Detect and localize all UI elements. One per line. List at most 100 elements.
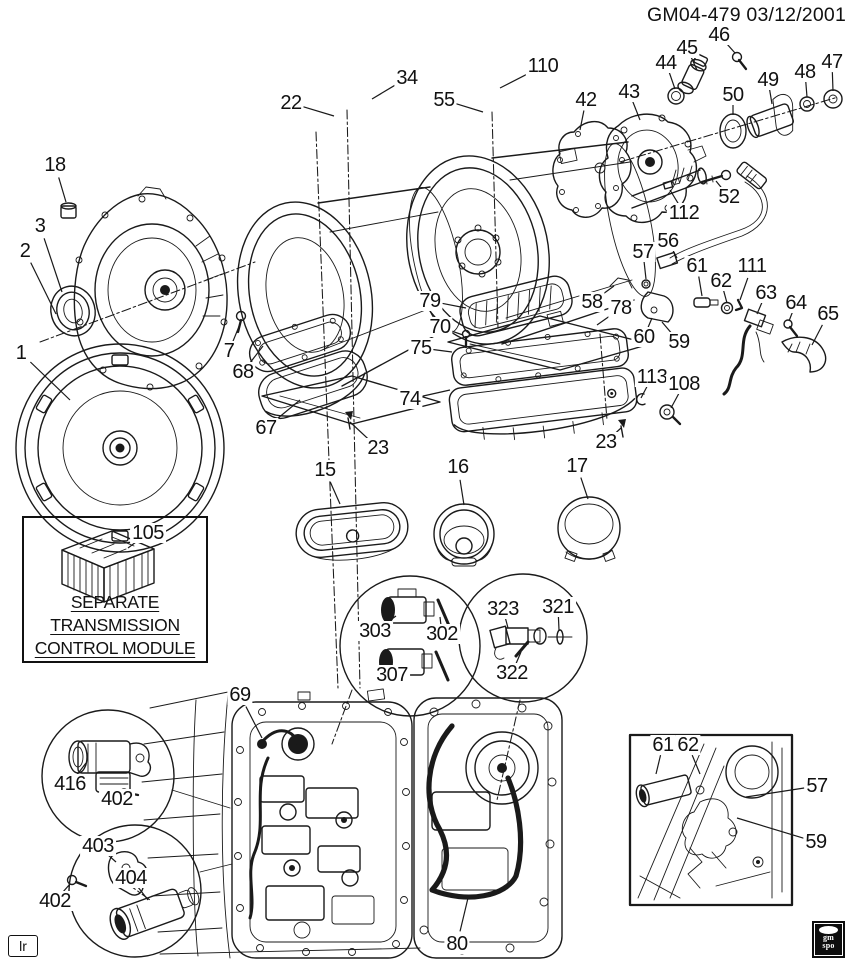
bolt-70 (461, 329, 471, 349)
leader-44 (668, 71, 676, 90)
callout-110: 110 (525, 55, 561, 77)
leader-49 (768, 88, 773, 105)
leader-404 (136, 885, 149, 901)
leader-16 (459, 479, 465, 506)
leader-47 (831, 72, 834, 92)
seal-113 (636, 393, 646, 406)
tcm-box-border (22, 516, 208, 663)
tcm-text-line1: SEPARATE (70, 592, 160, 612)
callout-403: 403 (80, 835, 116, 857)
leader-108 (670, 392, 680, 409)
leader-79 (442, 302, 467, 309)
seal-15 (295, 501, 409, 561)
gm-spo-logo: gm spo (812, 921, 845, 958)
callout-52: 52 (716, 186, 742, 208)
leader-80 (459, 897, 469, 932)
callout-303: 303 (357, 620, 393, 642)
callout-57: 57 (804, 775, 830, 797)
callout-57: 57 (630, 241, 656, 263)
callout-23: 23 (593, 431, 619, 453)
callout-113: 113 (634, 366, 670, 388)
callout-7: 7 (221, 340, 237, 362)
callout-49: 49 (755, 69, 781, 91)
leader-48 (805, 80, 808, 98)
leader-23 (349, 421, 369, 440)
callout-416: 416 (52, 773, 88, 795)
leader-111 (739, 277, 749, 301)
bell-housing (73, 186, 228, 391)
oil-filter-79 (459, 275, 573, 337)
callout-111: 111 (735, 255, 769, 277)
tcm-module-drawing (61, 530, 155, 603)
callout-402: 402 (99, 788, 135, 810)
leader-74 (422, 389, 451, 397)
callout-56: 56 (655, 230, 681, 252)
callout-69: 69 (227, 684, 253, 706)
callout-74: 74 (397, 388, 423, 410)
callout-63: 63 (753, 282, 779, 304)
leader-15 (329, 481, 341, 505)
callout-70: 70 (427, 316, 453, 338)
leader-18 (58, 177, 67, 203)
callout-1: 1 (13, 342, 29, 364)
callout-50: 50 (720, 84, 746, 106)
callout-75: 75 (408, 337, 434, 359)
callout-323: 323 (485, 598, 521, 620)
leader-75 (431, 348, 453, 353)
callout-65: 65 (815, 303, 841, 325)
leader-61 (698, 276, 703, 297)
callout-112: 112 (666, 202, 702, 224)
leader-62 (691, 754, 701, 775)
gasket-68 (248, 313, 352, 373)
callout-15: 15 (312, 459, 338, 481)
leader-34 (371, 84, 397, 100)
callout-79: 79 (417, 290, 443, 312)
corner-code: lr (19, 938, 27, 954)
tcm-text-line2: TRANSMISSION (50, 615, 180, 635)
leader-57 (643, 261, 647, 280)
callout-55: 55 (431, 89, 457, 111)
bushing-18 (60, 202, 77, 219)
callout-64: 64 (783, 292, 809, 314)
gm-logo-line1: gm (822, 933, 835, 942)
callout-67: 67 (253, 417, 279, 439)
leader-68 (249, 345, 264, 364)
callout-58: 58 (579, 291, 605, 313)
document-code: GM04-479 03/12/2001 (647, 4, 846, 26)
gm-logo-line2: spo (822, 941, 835, 950)
leader-67 (275, 399, 301, 421)
callout-3: 3 (32, 215, 48, 237)
callout-48: 48 (792, 61, 818, 83)
case-main-section (406, 141, 707, 371)
leader-65 (811, 324, 823, 346)
callout-17: 17 (564, 455, 590, 477)
leader-45 (689, 55, 698, 71)
callout-23: 23 (365, 437, 391, 459)
callout-302: 302 (424, 623, 460, 645)
cap-17 (557, 496, 621, 562)
leader-2 (30, 262, 57, 315)
pan-gasket-75 (451, 328, 629, 386)
case-front-section (236, 186, 463, 425)
bolt-23b (618, 419, 626, 438)
callout-18: 18 (42, 154, 68, 176)
tcm-text-line3: CONTROL MODULE (34, 638, 196, 658)
callout-61: 61 (684, 255, 710, 277)
callout-61: 61 (650, 734, 676, 756)
callout-16: 16 (445, 456, 471, 478)
leader-62 (722, 288, 728, 304)
leader-42 (579, 110, 585, 131)
callout-322: 322 (494, 662, 530, 684)
callout-68: 68 (230, 361, 256, 383)
callout-45: 45 (674, 37, 700, 59)
plug-108 (659, 404, 682, 426)
leader-43 (632, 101, 641, 121)
leader-57 (745, 787, 805, 798)
leader-321 (557, 615, 560, 631)
leader-3 (43, 238, 63, 293)
callout-307: 307 (374, 664, 410, 686)
bottom-view (141, 688, 563, 959)
